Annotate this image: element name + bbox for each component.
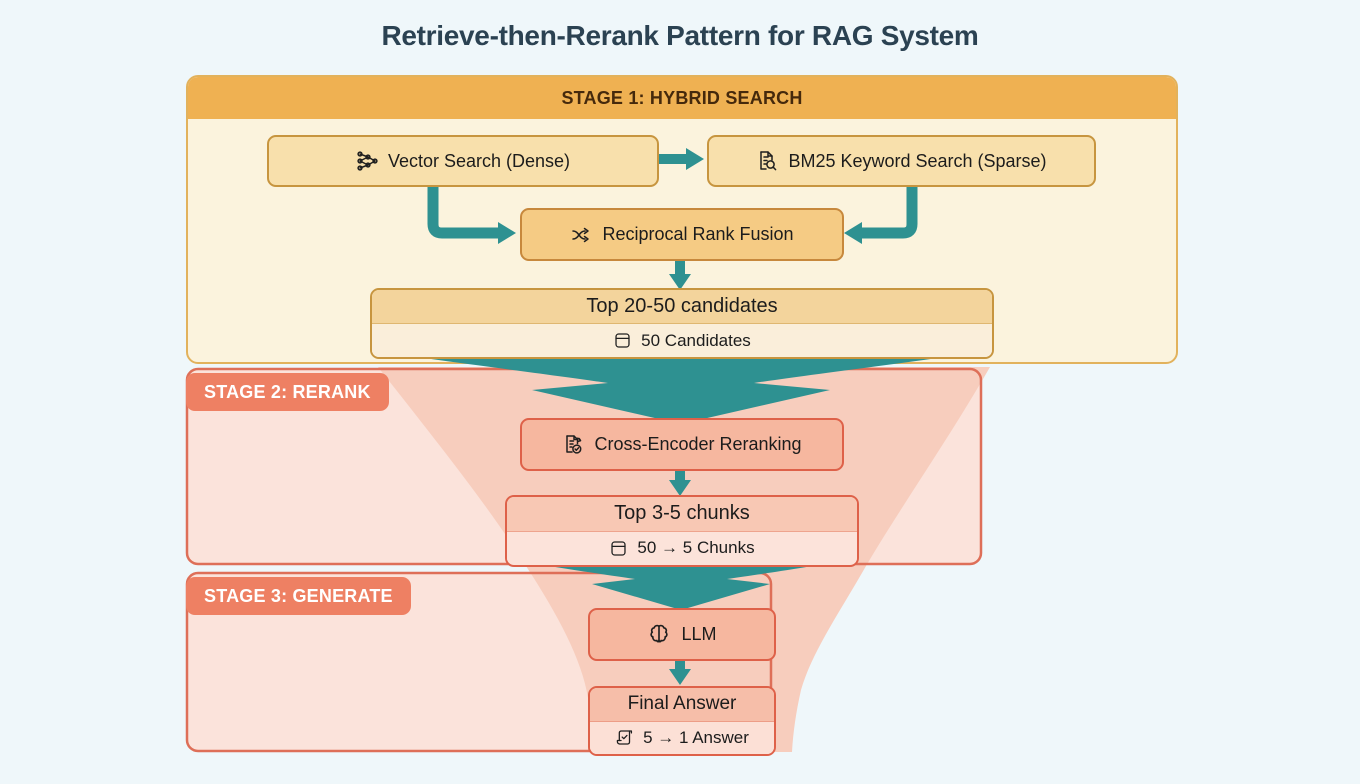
chunks-node: Top 3-5 chunks 50 → 5 Chunks	[505, 495, 859, 567]
database-icon	[609, 539, 628, 558]
candidates-subtitle-row: 50 Candidates	[372, 324, 992, 357]
stage-2-badge: STAGE 2: RERANK	[186, 373, 389, 411]
bm25-search-label: BM25 Keyword Search (Sparse)	[788, 150, 1047, 171]
chunks-subtitle-text: 50 → 5 Chunks	[637, 538, 755, 558]
scroll-check-icon	[615, 728, 634, 747]
brain-icon	[647, 623, 671, 647]
vector-search-label: Vector Search (Dense)	[387, 150, 571, 171]
llm-node: LLM	[588, 608, 776, 661]
final-answer-title: Final Answer	[590, 688, 774, 722]
candidates-subtitle-text: 50 Candidates	[641, 330, 751, 350]
candidates-title: Top 20-50 candidates	[372, 290, 992, 324]
candidates-node: Top 20-50 candidates 50 Candidates	[370, 288, 994, 359]
stage-1-header: STAGE 1: HYBRID SEARCH	[188, 77, 1176, 119]
document-check-icon	[562, 434, 584, 456]
final-answer-subtitle-text: 5 → 1 Answer	[643, 727, 749, 747]
cross-encoder-node: Cross-Encoder Reranking	[520, 418, 844, 471]
page-title: Retrieve-then-Rerank Pattern for RAG Sys…	[381, 20, 979, 51]
final-answer-subtitle-row: 5 → 1 Answer	[590, 721, 774, 754]
rrf-node: Reciprocal Rank Fusion	[520, 208, 844, 261]
bm25-search-node: BM25 Keyword Search (Sparse)	[707, 135, 1096, 187]
chunks-subtitle-row: 50 → 5 Chunks	[507, 531, 857, 565]
final-answer-node: Final Answer 5 → 1 Answer	[588, 686, 776, 756]
database-icon	[613, 331, 632, 350]
stage-3-badge: STAGE 3: GENERATE	[186, 577, 411, 615]
rrf-label: Reciprocal Rank Fusion	[602, 224, 794, 244]
shuffle-icon	[570, 224, 592, 246]
network-icon	[356, 150, 378, 172]
llm-label: LLM	[681, 624, 717, 644]
cross-encoder-label: Cross-Encoder Reranking	[594, 434, 802, 454]
vector-search-node: Vector Search (Dense)	[267, 135, 659, 187]
chunks-title: Top 3-5 chunks	[507, 497, 857, 532]
document-search-icon	[756, 150, 778, 172]
